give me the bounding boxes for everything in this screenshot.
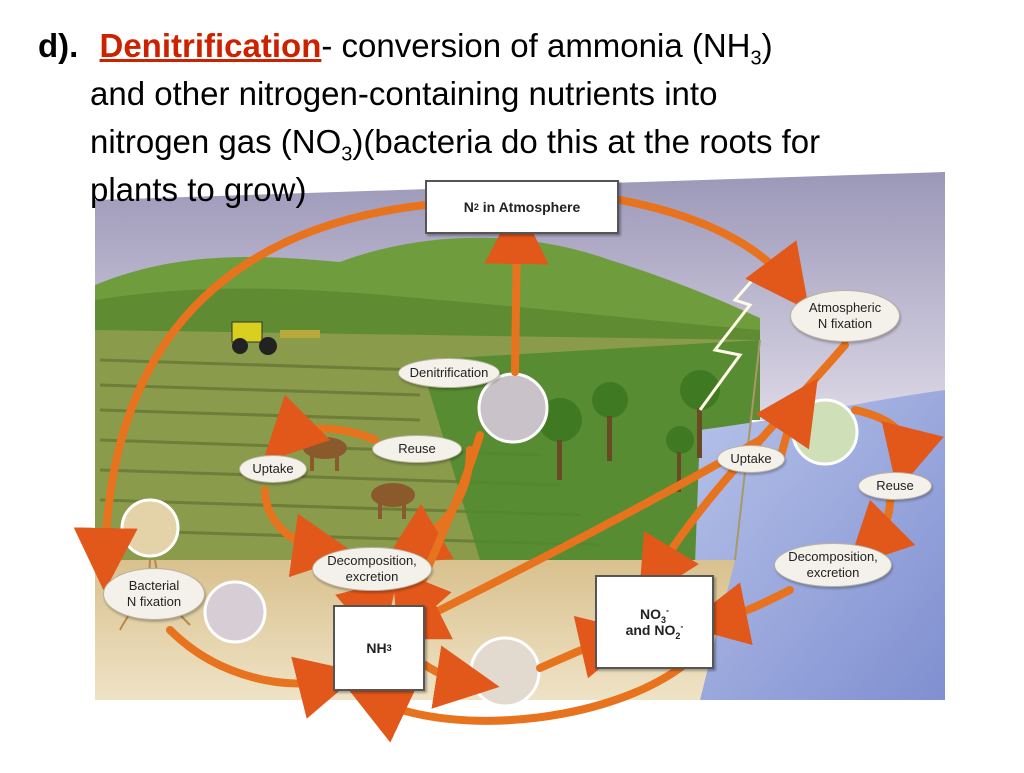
label-atmospheric-fixation-line2: N fixation [818,316,872,332]
label-decomposition-land: Decomposition, excretion [312,547,432,591]
label-atmospheric-fixation-line1: Atmospheric [809,300,881,316]
label-decomposition-water: Decomposition, excretion [774,543,892,587]
label-decomposition-water-line2: excretion [807,565,860,581]
no-box-line2-sup: - [680,621,683,631]
label-decomposition-land-line2: excretion [346,569,399,585]
label-uptake-water-text: Uptake [730,451,771,467]
no-box-line2-prefix: and NO [626,622,676,638]
label-uptake-land: Uptake [239,455,307,483]
definition-part-3a: nitrogen gas (NO [90,123,341,160]
label-reuse-water: Reuse [858,472,932,500]
nh3-box-prefix: NH [366,640,386,656]
no-box-line2-sub: 2 [675,631,680,641]
list-marker: d). [38,27,78,64]
no3-subscript: 3 [341,144,352,166]
label-reuse-land-text: Reuse [398,441,436,457]
label-decomposition-water-line1: Decomposition, [788,549,878,565]
no-box-line1-sup: - [666,605,669,615]
definition-part-1: - conversion of ammonia (NH [321,27,750,64]
no-box-line1: NO3- [640,606,669,622]
no-box-line1-prefix: NO [640,606,661,622]
text-line-1: d). Denitrification- conversion of ammon… [38,22,998,70]
label-denitrification: Denitrification [398,358,500,388]
arrow-denitrification-up [515,232,517,372]
label-bacterial-fixation-line1: Bacterial [129,578,180,594]
text-line-4: plants to grow) [38,166,998,214]
label-reuse-land: Reuse [372,435,462,463]
definition-part-1-end: ) [762,27,773,64]
no-box-line2: and NO2- [626,622,684,638]
text-line-3: nitrogen gas (NO3)(bacteria do this at t… [38,118,998,166]
label-atmospheric-fixation: Atmospheric N fixation [790,290,900,342]
key-term: Denitrification [100,27,322,64]
label-decomposition-land-line1: Decomposition, [327,553,417,569]
label-reuse-water-text: Reuse [876,478,914,494]
label-uptake-water: Uptake [717,445,785,473]
label-uptake-land-text: Uptake [252,461,293,477]
definition-part-3b: )(bacteria do this at the roots for [352,123,820,160]
slide-text: d). Denitrification- conversion of ammon… [38,22,998,214]
label-denitrification-text: Denitrification [410,365,489,381]
no-box: NO3- and NO2- [595,575,714,669]
nh3-subscript: 3 [751,48,762,70]
label-bacterial-fixation: Bacterial N fixation [103,568,205,620]
text-line-2: and other nitrogen-containing nutrients … [38,70,998,118]
label-bacterial-fixation-line2: N fixation [127,594,181,610]
